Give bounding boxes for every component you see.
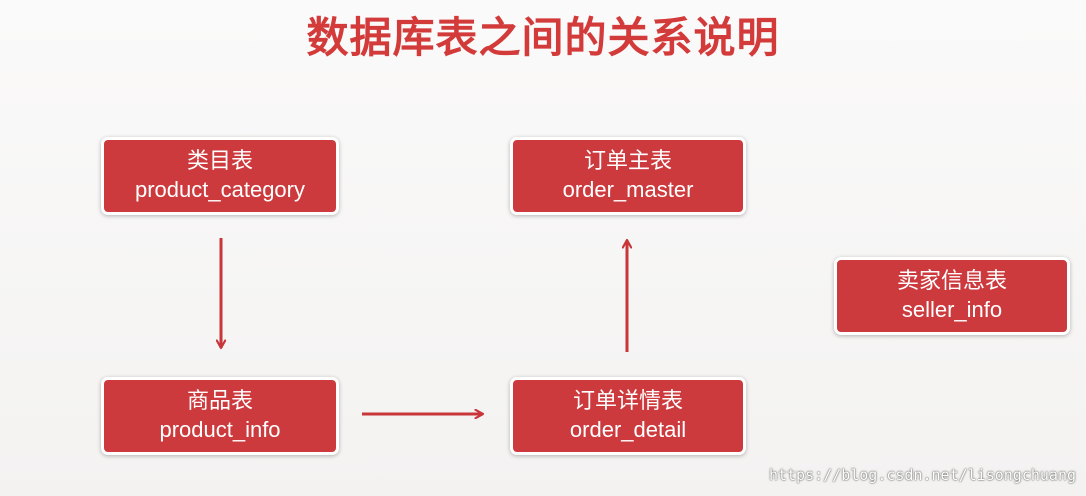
node-en-label: product_category [135,177,305,202]
node-seller-info[interactable]: 卖家信息表 seller_info [834,257,1070,335]
node-order-master[interactable]: 订单主表 order_master [510,137,746,215]
node-en-label: order_detail [569,417,687,442]
node-product-category[interactable]: 类目表 product_category [101,137,339,215]
watermark-url: https://blog.csdn.net/lisongchuang [768,466,1076,484]
node-cn-label: 类目表 [186,149,253,174]
node-en-label: order_master [562,177,694,202]
diagram-title: 数据库表之间的关系说明 [306,13,780,62]
node-cn-label: 订单详情表 [572,389,683,414]
node-cn-label: 订单主表 [583,149,672,174]
node-product-info[interactable]: 商品表 product_info [101,377,339,455]
node-cn-label: 卖家信息表 [896,269,1007,294]
node-order-detail[interactable]: 订单详情表 order_detail [510,377,746,455]
node-cn-label: 商品表 [186,389,253,414]
node-en-label: product_info [159,417,281,442]
node-en-label: seller_info [901,297,1003,322]
